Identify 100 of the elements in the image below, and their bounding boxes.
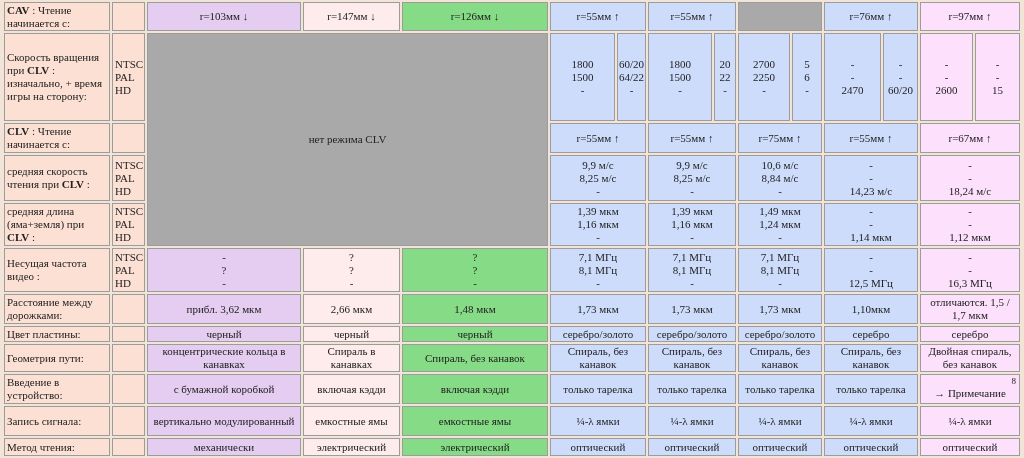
- cell-text: 1500: [669, 70, 691, 84]
- cell-text: -: [869, 250, 873, 264]
- cell-text: Двойная спираль, без канавок: [927, 345, 1013, 371]
- cell-text: прибл. 3,62 мкм: [186, 302, 262, 316]
- cell-text: ¼-λ ямки: [670, 414, 714, 428]
- cell-text: 1500: [571, 70, 594, 84]
- cell-text: -: [596, 231, 600, 244]
- cell-text: 7,1 МГц: [578, 250, 618, 264]
- cell-text: Спираль в канавках: [326, 345, 377, 371]
- row-header-text: CLV : Чтение начинается с:: [7, 125, 73, 151]
- cell-text: 2470: [841, 83, 864, 97]
- cell-text: -: [778, 184, 782, 198]
- cell-text: 9,9 м/с: [582, 158, 614, 172]
- cell-text: емкостные ямы: [315, 414, 388, 428]
- cell-text: Спираль, без канавок: [748, 345, 812, 371]
- cell-text: 14,23 м/с: [849, 184, 893, 198]
- cell-text: только тарелка: [836, 382, 906, 396]
- cell-text: 8,1 МГц: [760, 263, 800, 277]
- cell-text: -: [678, 83, 682, 97]
- cell-text: -: [898, 70, 903, 84]
- cell-text: 2600: [935, 83, 958, 97]
- cell-text: оптический: [942, 440, 998, 454]
- cell-text: электрический: [316, 440, 387, 454]
- cell-text: r=103мм ↓: [199, 10, 249, 23]
- cell-text: ?: [221, 263, 227, 277]
- row-header-text: Скорость вращения при CLV : изначально, + время игры на сторону:: [7, 51, 103, 103]
- cell-text: -: [596, 184, 600, 198]
- cell-text: -: [968, 171, 972, 185]
- cell-text: ?: [349, 263, 354, 277]
- cell-text: ?: [472, 263, 478, 277]
- cell-text: r=147мм ↓: [327, 10, 376, 23]
- cell-text: r=126мм ↓: [450, 10, 500, 23]
- cell-text: ?: [349, 250, 354, 264]
- cell-text: -: [869, 263, 873, 277]
- cell-text: 8,25 м/с: [673, 171, 711, 185]
- cell-text: 15: [992, 83, 1003, 97]
- cell-text: r=55мм ↑: [670, 131, 714, 145]
- cell-text: 1,39 мкм: [671, 205, 713, 218]
- cell-text: -: [690, 276, 694, 290]
- cell-text: 7,1 МГц: [760, 250, 800, 264]
- cell-text: -: [968, 218, 972, 231]
- cell-text: серебро: [852, 327, 890, 341]
- cell-text: 8,25 м/с: [579, 171, 617, 185]
- cell-text: PAL: [115, 70, 135, 84]
- cell-text: 22: [719, 70, 731, 84]
- cell-text: черный: [333, 327, 370, 341]
- cell-text: 16,3 МГц: [948, 276, 992, 290]
- cell-text: черный: [457, 327, 493, 341]
- row-header-text: CAV : Чтение начинается с:: [7, 3, 73, 30]
- cell-text: -: [690, 231, 694, 244]
- cell-text: черный: [206, 327, 242, 341]
- cell-text: HD: [115, 83, 131, 97]
- cell-text: емкостные ямы: [438, 414, 512, 428]
- row-header-text: Расстояние между дорожками:: [7, 296, 94, 322]
- cell-text: ¼-λ ямки: [948, 414, 992, 428]
- cell-text: 7,1 МГц: [672, 250, 712, 264]
- cell-text: 20: [719, 57, 731, 71]
- cell-text: 8,84 м/с: [761, 171, 799, 185]
- cell-text: 1,16 мкм: [671, 218, 713, 231]
- cell-text: ¼-λ ямки: [849, 414, 893, 428]
- cell-text: Спираль, без канавок: [425, 351, 525, 365]
- cell-text: -: [869, 171, 873, 185]
- cell-text: -: [995, 57, 1000, 71]
- cell-text: -: [869, 205, 873, 218]
- cell-text: 12,5 МГц: [849, 276, 893, 290]
- row-header-text: Запись сигнала:: [7, 414, 82, 428]
- cell-text: -: [968, 205, 972, 218]
- cell-text: оптический: [752, 440, 808, 454]
- row-header-text: Несущая частота видео :: [7, 257, 88, 283]
- footnote-mark: 8: [1011, 376, 1016, 386]
- cell-text: r=55мм ↑: [670, 10, 714, 23]
- row-header-text: средняя скорость чтения при CLV :: [7, 165, 91, 191]
- cell-text: -: [869, 158, 873, 172]
- cell-text: -: [968, 263, 972, 277]
- cell-text: NTSC: [115, 205, 144, 218]
- cell-text: 1,73 мкм: [671, 302, 713, 316]
- cell-text: -: [723, 83, 727, 97]
- row-header-text: Цвет пластины:: [7, 327, 81, 341]
- cell-text: -: [805, 83, 809, 97]
- cell-text: 1800: [669, 57, 691, 71]
- cell-text: 1,14 мкм: [850, 231, 892, 244]
- cell-text: r=75мм ↑: [758, 131, 802, 145]
- row-header-text: Геометрия пути:: [7, 351, 84, 365]
- cell-text: 1,49 мкм: [759, 205, 801, 218]
- cell-text: -: [944, 57, 949, 71]
- cell-text: включая кэдди: [317, 382, 386, 396]
- cell-text: PAL: [115, 218, 135, 231]
- cell-text: 1,73 мкм: [759, 302, 801, 316]
- cell-text: 1,48 мкм: [454, 302, 496, 316]
- cell-text: -: [850, 70, 855, 84]
- cell-text: HD: [115, 184, 131, 198]
- cell-text: -: [995, 70, 1000, 84]
- cell-text: оптический: [664, 440, 720, 454]
- cell-text: r=55мм ↑: [576, 10, 620, 23]
- cell-text: -: [222, 250, 226, 264]
- cell-text: нет режима CLV: [308, 133, 387, 146]
- cell-text: 1,24 мкм: [759, 218, 801, 231]
- cell-text: Спираль, без канавок: [660, 345, 724, 371]
- cell-text: r=67мм ↑: [948, 131, 992, 145]
- cell-text: 60/20: [887, 83, 914, 97]
